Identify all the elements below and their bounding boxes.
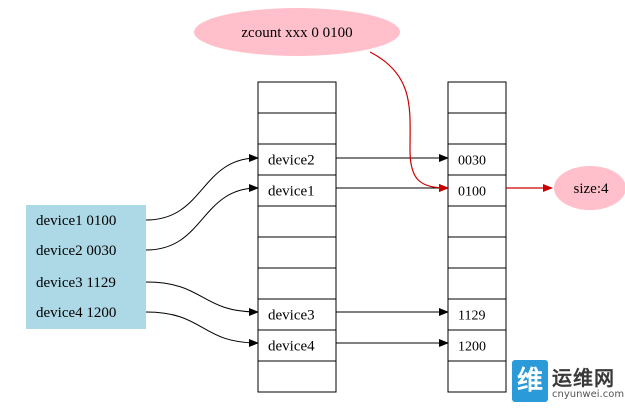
edge-device4-to-device4	[145, 311, 259, 347]
score-label: 1200	[458, 340, 486, 355]
member-cell	[257, 112, 337, 145]
score-label: 1129	[458, 309, 485, 324]
dict-node: device1 0100 device2 0030 device3 1129 devi…	[26, 205, 146, 329]
member-cell	[257, 205, 337, 238]
score-cell	[447, 360, 507, 393]
score-cell	[447, 112, 507, 145]
dict-entry: device4 1200	[36, 305, 116, 321]
edge-device1-to-device2	[145, 154, 259, 221]
member-cell	[257, 360, 337, 393]
dict-entry: device3 1129	[36, 275, 116, 291]
command-label: zcount xxx 0 0100	[241, 25, 352, 41]
member-cell	[257, 267, 337, 300]
size-label: size:4	[574, 181, 609, 197]
size-node: size:4	[554, 166, 625, 210]
score-cell	[447, 81, 507, 114]
watermark-domain: cnyunwei.com	[552, 389, 625, 400]
member-cell	[257, 236, 337, 269]
member-cell	[257, 329, 337, 362]
edge-device2-to-device1	[145, 184, 259, 251]
skiplist-member-column: device2 device1 device3 device4	[257, 81, 337, 393]
member-label: device1	[268, 184, 315, 200]
edge-command-to-score-0100	[369, 51, 449, 192]
member-cell	[257, 143, 337, 176]
score-label: 0030	[458, 154, 486, 169]
dict-entry: device1 0100	[36, 213, 116, 229]
score-cell	[447, 143, 507, 176]
score-cell	[447, 236, 507, 269]
score-cell	[447, 267, 507, 300]
edge-device3-to-device3	[145, 281, 259, 316]
score-cell	[447, 205, 507, 238]
member-label: device4	[268, 339, 315, 355]
dict-entry: device2 0030	[36, 243, 116, 259]
watermark-badge: 维	[512, 360, 548, 402]
skiplist-score-column: 0030 0100 1129 1200	[447, 81, 507, 393]
watermark-text: 运维网	[552, 366, 615, 390]
score-cell	[447, 174, 507, 207]
member-label: device3	[268, 308, 315, 324]
command-node: zcount xxx 0 0100	[194, 8, 400, 56]
score-label: 0100	[458, 185, 486, 200]
member-label: device2	[268, 153, 315, 169]
member-cell	[257, 81, 337, 114]
watermark-logo: 维 运维网 cnyunwei.com	[512, 360, 625, 406]
